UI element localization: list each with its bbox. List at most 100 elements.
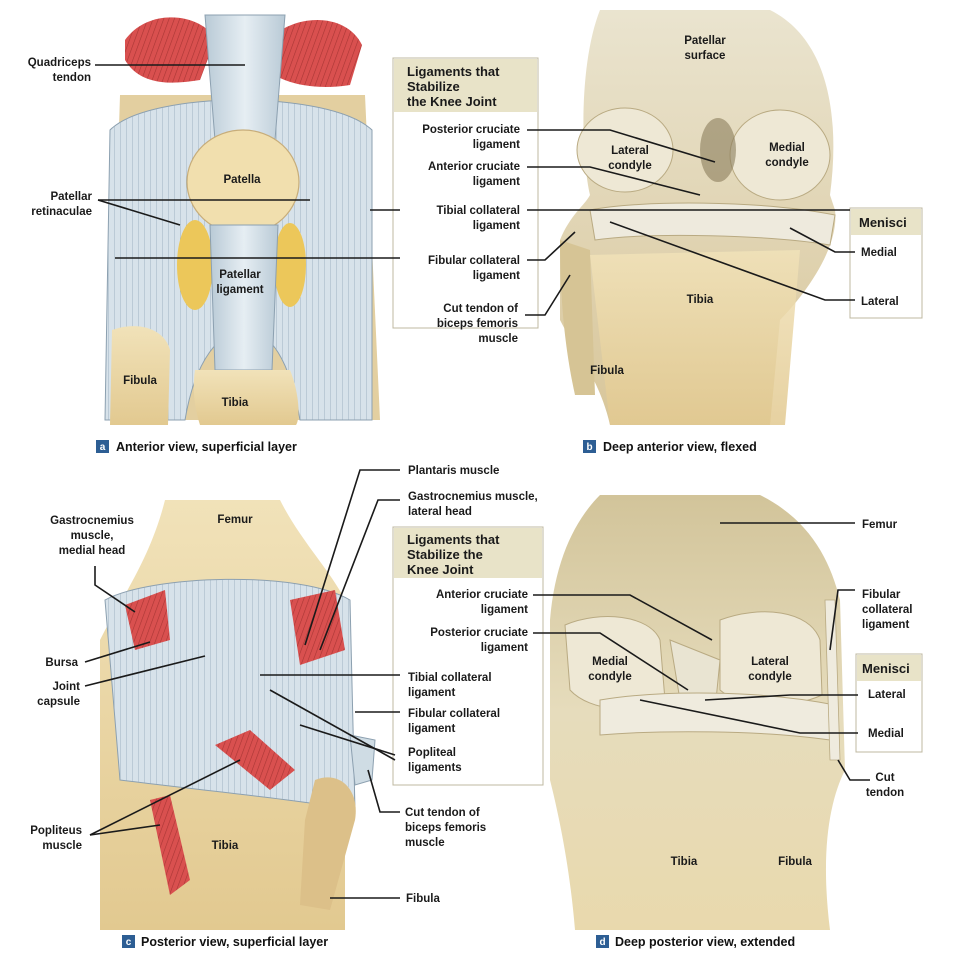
badge-c: c [126, 937, 132, 948]
box-bottom-tcl-1: Tibial collateral [408, 672, 492, 684]
menisci-bottom-medial: Medial [868, 728, 904, 740]
label-gastroc-lat-1: Gastrocnemius muscle, [408, 491, 538, 503]
box-top-title-3: the Knee Joint [407, 94, 497, 109]
label-joint-capsule-1: Joint [53, 681, 81, 693]
label-quadriceps-2: tendon [53, 72, 91, 84]
label-popliteus-1: Popliteus [30, 825, 82, 837]
box-bottom-fcl-2: ligament [408, 723, 455, 735]
badge-a: a [100, 442, 106, 453]
label-lateral-condyle-d-1: Lateral [751, 656, 789, 668]
panel-c-illustration [100, 500, 376, 930]
label-medial-condyle-d-1: Medial [592, 656, 628, 668]
menisci-shape [589, 202, 836, 246]
caption-c: c Posterior view, superficial layer [122, 935, 328, 949]
label-lateral-condyle-1: Lateral [611, 145, 649, 157]
label-cut-tendon-c-1: Cut tendon of [405, 807, 480, 819]
quadriceps-tendon [204, 14, 286, 141]
label-fibula-b: Fibula [590, 365, 624, 377]
box-bottom-pcl-1: Posterior cruciate [430, 627, 528, 639]
tibia-shape-b [590, 250, 800, 425]
caption-d: d Deep posterior view, extended [596, 935, 795, 949]
label-tibia-d: Tibia [671, 856, 698, 868]
caption-b: b Deep anterior view, flexed [583, 440, 757, 454]
box-bottom-acl-2: ligament [481, 604, 528, 616]
label-popliteus-2: muscle [42, 840, 82, 852]
box-top-fcl-2: ligament [473, 270, 520, 282]
box-bottom-title-1: Ligaments that [407, 532, 500, 547]
caption-a-text: Anterior view, superficial layer [116, 440, 297, 454]
menisci-bottom-lateral: Lateral [868, 689, 906, 701]
patellar-ligament [209, 224, 279, 371]
box-bottom-popliteal-1: Popliteal [408, 747, 456, 759]
label-patellar-surface-2: surface [685, 50, 726, 62]
label-quadriceps-1: Quadriceps [28, 57, 91, 69]
panel-a-illustration [104, 14, 380, 425]
gastrocnemius-lateral-head [290, 590, 345, 665]
box-bottom-pcl-2: ligament [481, 642, 528, 654]
caption-d-text: Deep posterior view, extended [615, 935, 795, 949]
ligament-box-bottom: Ligaments that Stabilize the Knee Joint … [392, 526, 544, 786]
label-tibia-b: Tibia [687, 294, 714, 306]
box-top-tcl-1: Tibial collateral [436, 205, 520, 217]
label-cut-tendon-d-2: tendon [866, 787, 904, 799]
label-fibula-a: Fibula [123, 375, 157, 387]
box-top-title-2: Stabilize [407, 79, 460, 94]
label-gastroc-med-3: medial head [59, 545, 125, 557]
label-patellar-surface-1: Patellar [684, 35, 726, 47]
label-tibia-c: Tibia [212, 840, 239, 852]
panel-b-labels: Patellar surface Lateral condyle Medial … [590, 35, 809, 377]
label-lateral-condyle-d-2: condyle [748, 671, 791, 683]
box-bottom-fcl-1: Fibular collateral [408, 708, 500, 720]
box-bottom-tcl-2: ligament [408, 687, 455, 699]
label-medial-condyle-d-2: condyle [588, 671, 631, 683]
label-joint-capsule-2: capsule [37, 696, 80, 708]
intercondylar-notch [700, 118, 736, 182]
label-cut-tendon-2: biceps femoris [437, 318, 518, 330]
box-top-title-1: Ligaments that [407, 64, 500, 79]
caption-a: a Anterior view, superficial layer [96, 440, 297, 454]
panel-d-labels: Femur Fibular collateral ligament Medial… [588, 519, 912, 868]
label-femur-d: Femur [862, 519, 898, 531]
box-bottom-popliteal-2: ligaments [408, 762, 462, 774]
menisci-box-top: Menisci Medial Lateral [849, 207, 923, 319]
box-top-pcl-1: Posterior cruciate [422, 124, 520, 136]
label-gastroc-med-1: Gastrocnemius [50, 515, 134, 527]
panel-b-photo [560, 10, 836, 425]
label-fibula-c: Fibula [406, 893, 440, 905]
label-fibula-d: Fibula [778, 856, 812, 868]
label-fcl-d-3: ligament [862, 619, 909, 631]
label-plantaris: Plantaris muscle [408, 465, 499, 477]
label-gastroc-lat-2: lateral head [408, 506, 472, 518]
label-fcl-d-1: Fibular [862, 589, 901, 601]
fibula-shape-b [560, 240, 595, 395]
panel-c-labels: Plantaris muscle Gastrocnemius muscle, l… [30, 465, 538, 905]
box-top-fcl-1: Fibular collateral [428, 255, 520, 267]
panel-a-labels: Quadriceps tendon Patellar retinaculae P… [28, 57, 518, 409]
box-top-acl-1: Anterior cruciate [428, 161, 520, 173]
label-medial-condyle-1: Medial [769, 142, 805, 154]
popliteus-lower [150, 795, 190, 895]
menisci-top-lateral: Lateral [861, 296, 899, 308]
menisci-box-bottom: Menisci Lateral Medial [855, 653, 923, 753]
label-cut-tendon-d-1: Cut [875, 772, 894, 784]
label-tibia-a: Tibia [222, 397, 249, 409]
label-patella: Patella [223, 174, 261, 186]
label-cut-tendon-c-2: biceps femoris [405, 822, 486, 834]
caption-c-text: Posterior view, superficial layer [141, 935, 328, 949]
label-patellar-ret-1: Patellar [50, 191, 92, 203]
quadriceps-muscle-left [125, 17, 215, 83]
leader-lines [84, 64, 870, 899]
label-patellar-lig-1: Patellar [219, 269, 261, 281]
label-lateral-condyle-2: condyle [608, 160, 651, 172]
ligament-box-top: Ligaments that Stabilize the Knee Joint … [392, 57, 539, 329]
label-gastroc-med-2: muscle, [71, 530, 114, 542]
label-cut-tendon-c-3: muscle [405, 837, 445, 849]
fat-pad-right [274, 223, 306, 307]
menisci-top-medial: Medial [861, 247, 897, 259]
fibula-shape-a [110, 326, 170, 425]
gastrocnemius-medial-head [125, 590, 170, 650]
box-bottom-title-2: Stabilize the [407, 547, 483, 562]
caption-b-text: Deep anterior view, flexed [603, 440, 757, 454]
box-top-pcl-2: ligament [473, 139, 520, 151]
